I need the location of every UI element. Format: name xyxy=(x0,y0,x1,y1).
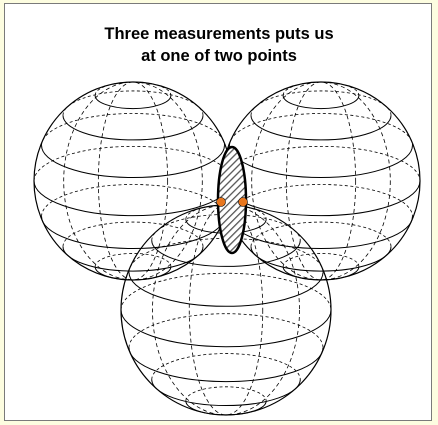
latitude-front xyxy=(185,400,267,416)
longitude xyxy=(285,81,357,281)
latitude-back xyxy=(282,253,360,267)
intersection-group xyxy=(216,145,248,255)
title-line-2: at one of two points xyxy=(141,47,297,65)
latitude-back xyxy=(221,145,421,182)
sphere-right xyxy=(221,81,421,281)
latitude-front xyxy=(128,272,324,307)
latitude-back xyxy=(120,272,332,311)
latitude-back xyxy=(229,113,413,146)
latitude-back xyxy=(41,184,225,217)
latitude-back xyxy=(250,221,392,247)
latitude-back xyxy=(151,353,301,380)
latitude-front xyxy=(41,216,225,249)
latitude-front xyxy=(151,240,301,267)
latitude-front xyxy=(62,115,204,141)
latitude-back xyxy=(94,81,172,96)
latitude-front xyxy=(128,347,324,383)
latitude-front xyxy=(229,216,413,249)
latitude-front xyxy=(120,309,332,348)
latitude-front xyxy=(94,266,172,281)
position-point-left xyxy=(216,197,226,207)
sphere-left xyxy=(33,81,233,281)
latitude-back xyxy=(94,253,172,267)
latitude-front xyxy=(282,95,360,110)
latitude-back xyxy=(282,81,360,96)
latitude-front xyxy=(229,145,413,178)
latitude-back xyxy=(33,145,233,182)
longitude xyxy=(251,81,391,281)
title-line-1: Three measurements puts us xyxy=(104,25,334,43)
longitude xyxy=(63,81,203,281)
latitude-front xyxy=(94,95,172,110)
latitude-back xyxy=(41,113,225,146)
latitude-back xyxy=(229,184,413,217)
latitude-back xyxy=(62,221,204,247)
latitude-front xyxy=(41,145,225,178)
position-point-right xyxy=(238,197,248,207)
latitude-front xyxy=(250,115,392,141)
latitude-back xyxy=(185,386,267,401)
diagram-title: Three measurements puts us at one of two… xyxy=(0,23,438,67)
latitude-back xyxy=(128,313,324,348)
